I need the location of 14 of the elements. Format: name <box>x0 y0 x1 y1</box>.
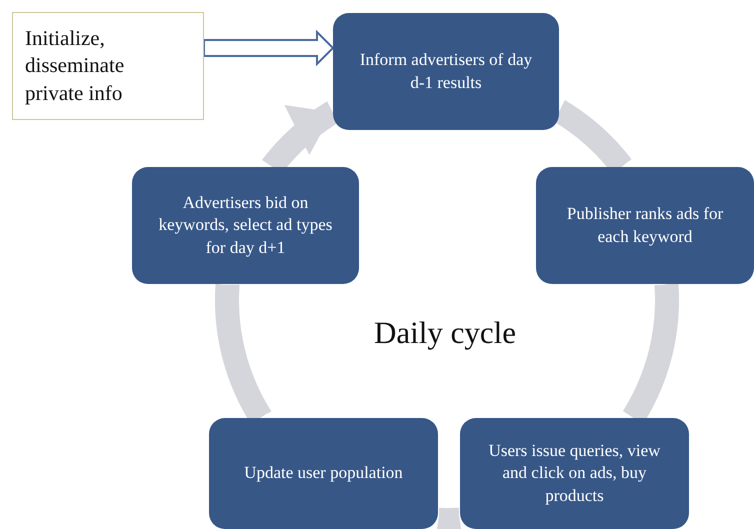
process-box <box>460 418 689 529</box>
block-arrow <box>203 30 334 66</box>
cycle-title: Daily cycle <box>372 315 517 351</box>
node-text: Advertisers bid on keywords, select ad types for day d+1 <box>158 192 333 259</box>
process-box <box>536 167 754 284</box>
node-text: Users issue queries, view and click on ads, buy products <box>488 440 662 507</box>
node-text: Publisher ranks ads for each keyword <box>566 203 724 248</box>
node-text: Update user population <box>244 462 403 484</box>
process-box <box>132 167 359 284</box>
node-text: Inform advertisers of day d-1 results <box>359 49 533 94</box>
process-box <box>333 13 559 130</box>
node-text: Initialize, disseminate private info <box>25 25 126 107</box>
process-box <box>209 418 438 529</box>
note-box <box>12 12 204 120</box>
